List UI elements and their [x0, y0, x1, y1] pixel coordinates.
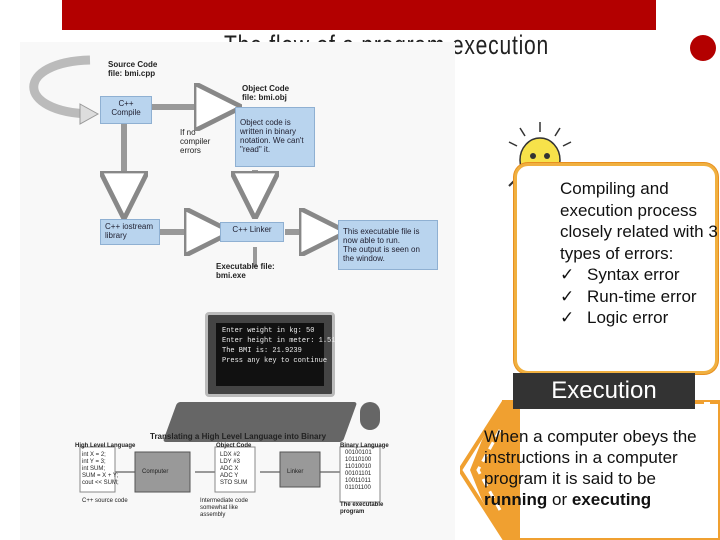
loop-arrow	[29, 55, 91, 119]
linker-small: Linker	[287, 469, 304, 475]
translating-caption: Translating a High Level Language into B…	[150, 432, 327, 441]
check-icon: ✓	[560, 286, 575, 306]
executable-label: Executable file: bmi.exe	[216, 262, 275, 280]
binary-label: Binary Language	[340, 443, 389, 449]
object-code-label: Object Code file: bmi.obj	[242, 84, 290, 102]
errors-callout	[514, 163, 718, 374]
errors-callout-text: Compiling and execution process closely …	[560, 178, 720, 329]
screen-line: The BMI is: 21.9239	[222, 347, 302, 355]
error-item-runtime: ✓Run-time error	[560, 286, 697, 306]
error-item-logic: ✓Logic error	[560, 308, 669, 327]
object-code-small: Object Code	[216, 443, 252, 449]
screen-line: Enter height in meter: 1.51	[222, 337, 336, 345]
keyword-executing: executing	[571, 490, 652, 509]
executable-program-label: The executable program	[340, 502, 384, 515]
error-item-syntax: ✓Syntax error	[560, 265, 680, 284]
cpp-source-label: C++ source code	[82, 498, 128, 504]
iostream-box: C++ iostream library	[100, 219, 160, 245]
hll-code: int X = 2; int Y = 3; int SUM; SUM = X +…	[82, 452, 119, 486]
program-flow-diagram: Source Code file: bmi.cpp C++ Compile Ob…	[20, 42, 455, 540]
computer-box: Computer	[142, 469, 169, 475]
asm-code: LDX #2 LDY #3 ADC X ADC Y STO SUM	[220, 452, 248, 486]
source-code-label: Source Code file: bmi.cpp	[108, 60, 158, 78]
executable-note: This executable file is now able to run.…	[338, 220, 438, 270]
monitor: Enter weight in kg: 50 Enter height in m…	[205, 312, 335, 397]
screen-line: Enter weight in kg: 50	[222, 327, 315, 335]
compile-box: C++ Compile	[100, 96, 152, 124]
title-bullet-dot	[690, 35, 716, 61]
mouse	[360, 402, 380, 430]
check-icon: ✓	[560, 265, 575, 284]
intermediate-label: Intermediate code somewhat like assembly	[200, 498, 249, 518]
execution-heading: Execution	[513, 373, 695, 409]
no-errors-label: If no compiler errors	[180, 128, 211, 155]
execution-definition: When a computer obeys the instructions i…	[484, 427, 697, 509]
error-type-list: ✓Syntax error ✓Run-time error ✓Logic err…	[560, 264, 720, 329]
callout-intro: Compiling and execution process closely …	[560, 179, 718, 263]
linker-box: C++ Linker	[220, 222, 284, 242]
object-code-note: Object code is written in binary notatio…	[235, 107, 315, 167]
screen-line: Press any key to continue	[222, 357, 328, 365]
keyword-running: running	[484, 490, 548, 509]
diagram-arrows	[29, 55, 381, 503]
binary-code: 00100101 10110100 11010010 00101101 1001…	[345, 450, 372, 491]
check-icon: ✓	[560, 308, 575, 327]
hll-label: High Level Language	[75, 443, 136, 449]
title-bar	[62, 0, 656, 30]
monitor-screen: Enter weight in kg: 50 Enter height in m…	[216, 323, 335, 386]
